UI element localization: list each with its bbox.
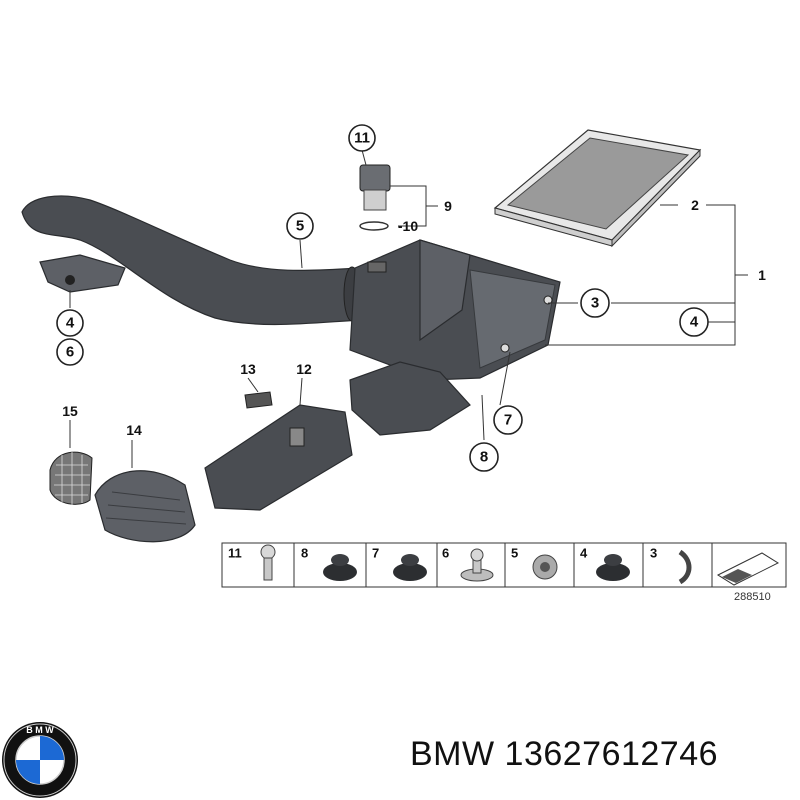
strip-item-7: 7 <box>372 546 427 581</box>
callout-14: 14 <box>126 422 142 438</box>
svg-text:6: 6 <box>442 546 449 561</box>
svg-text:9: 9 <box>444 198 452 214</box>
clip-part <box>244 391 273 409</box>
strip-item-5: 5 <box>511 546 558 580</box>
svg-text:-10: -10 <box>398 218 418 234</box>
svg-text:3: 3 <box>650 546 657 561</box>
callout-9: 9 <box>444 198 452 214</box>
parts-strip: 11 8 7 6 5 4 <box>221 542 787 588</box>
svg-text:13: 13 <box>240 361 256 377</box>
strip-item-3: 3 <box>650 546 692 585</box>
callout-1: 1 <box>758 267 766 283</box>
svg-text:B M W: B M W <box>26 725 54 735</box>
svg-text:6: 6 <box>66 344 74 361</box>
strip-item-4: 4 <box>580 546 630 581</box>
bmw-logo-icon: B M W <box>2 722 78 798</box>
callout-11-top: 11 <box>348 124 376 152</box>
callout-4-left: 4 <box>56 309 84 337</box>
callout-13: 13 <box>240 361 256 377</box>
duct-bracket <box>204 404 353 511</box>
svg-text:7: 7 <box>504 412 512 429</box>
svg-text:3: 3 <box>591 295 599 312</box>
strip-item-11: 11 <box>228 544 276 581</box>
strip-item-8: 8 <box>301 546 357 581</box>
callout-6: 6 <box>56 338 84 366</box>
callout-7: 7 <box>493 405 523 435</box>
svg-text:5: 5 <box>511 546 518 561</box>
svg-text:7: 7 <box>372 546 379 561</box>
callout-10: -10 <box>398 218 418 234</box>
svg-text:15: 15 <box>62 403 78 419</box>
strip-item-filter-symbol <box>716 552 780 586</box>
brand-part-label: BMW 13627612746 <box>410 735 719 773</box>
air-filter-element <box>493 129 702 248</box>
svg-text:8: 8 <box>480 449 488 466</box>
intake-grille <box>49 451 93 505</box>
callout-4-right: 4 <box>679 307 709 337</box>
svg-text:4: 4 <box>690 314 699 331</box>
air-guide <box>94 470 196 543</box>
svg-text:4: 4 <box>580 546 588 561</box>
diagram-reference-number: 288510 <box>734 591 771 603</box>
svg-text:12: 12 <box>296 361 312 377</box>
air-filter-housing <box>349 239 561 436</box>
callout-3: 3 <box>580 288 610 318</box>
leader-lines <box>69 149 748 468</box>
callout-15: 15 <box>62 403 78 419</box>
callout-8: 8 <box>469 442 499 472</box>
intake-duct <box>21 195 363 326</box>
callout-2: 2 <box>691 197 699 213</box>
svg-text:1: 1 <box>758 267 766 283</box>
svg-text:4: 4 <box>66 315 75 332</box>
air-mass-sensor <box>359 164 391 231</box>
strip-item-6: 6 <box>442 546 494 582</box>
callout-5: 5 <box>286 212 314 240</box>
svg-text:5: 5 <box>296 218 304 235</box>
svg-text:8: 8 <box>301 546 308 561</box>
callout-12: 12 <box>296 361 312 377</box>
svg-text:11: 11 <box>354 130 370 147</box>
svg-text:11: 11 <box>228 546 242 561</box>
svg-text:14: 14 <box>126 422 142 438</box>
svg-text:2: 2 <box>691 197 699 213</box>
